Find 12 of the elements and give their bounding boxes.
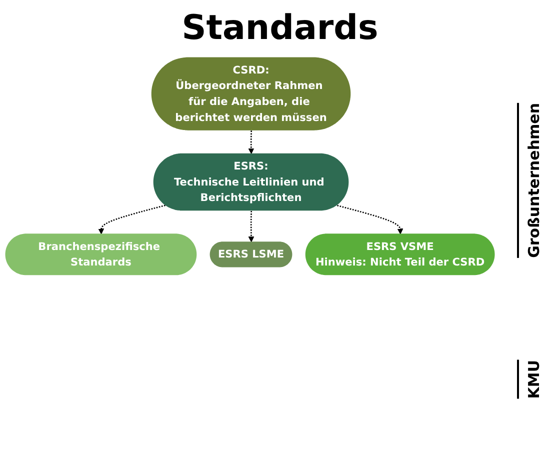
arrow	[98, 204, 166, 234]
node-box: Branchenspezifische Standards	[5, 234, 197, 276]
arrow	[248, 210, 254, 242]
node-box: ESRS LSME	[210, 242, 292, 268]
node-box: ESRS VSME Hinweis: Nicht Teil der CSRD	[305, 234, 495, 276]
title: Standards	[182, 8, 378, 48]
arrow	[337, 204, 404, 234]
arrow	[248, 130, 254, 154]
group-label: Großunternehmen	[517, 103, 543, 258]
group-label: KMU	[517, 360, 543, 399]
node-box: ESRS: Technische Leitlinien und Berichtspflichten	[153, 153, 349, 211]
node-box: CSRD: Übergeordneter Rahmen für die Angaben, die berichtet werden müssen	[151, 57, 351, 130]
